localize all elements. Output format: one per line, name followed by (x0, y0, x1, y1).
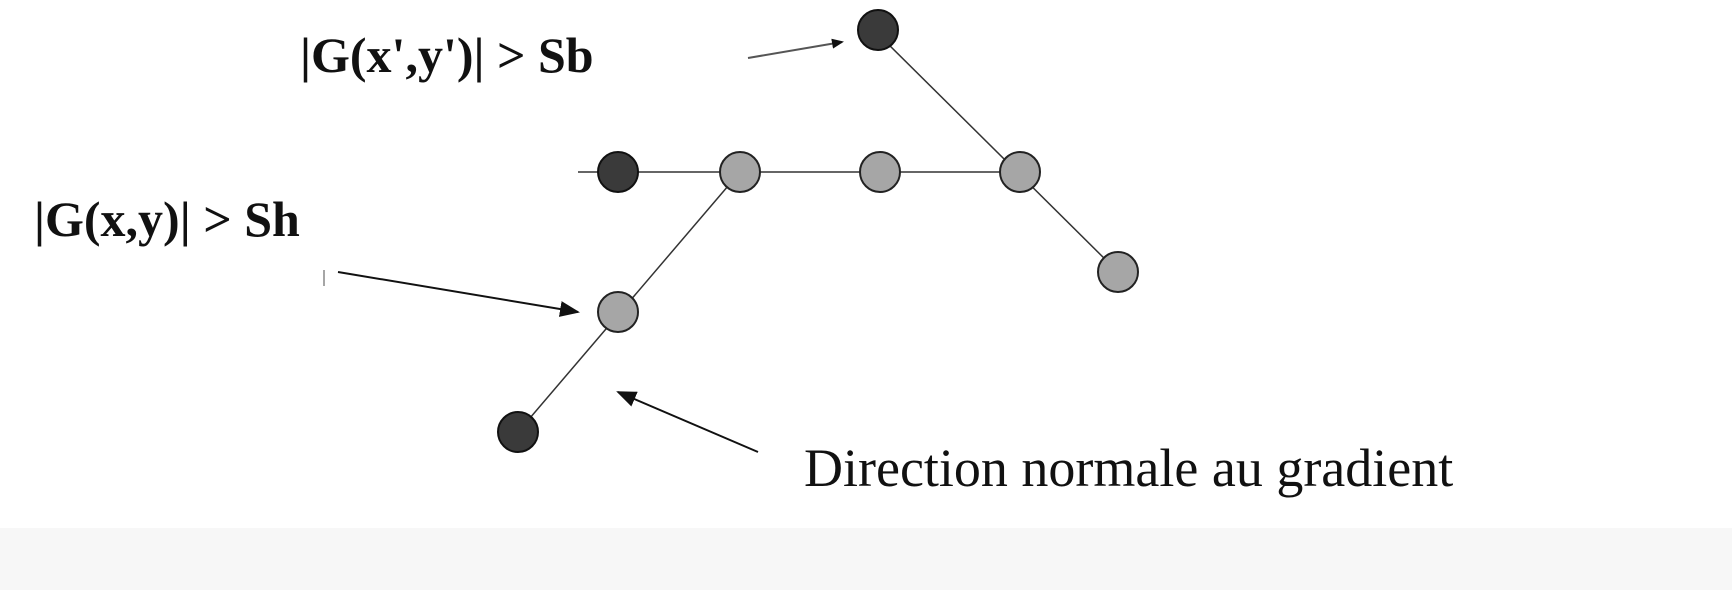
node-right-lower (1097, 251, 1139, 293)
node-row-left-dark (597, 151, 639, 193)
node-diagonal-mid (597, 291, 639, 333)
arrow-sb (747, 38, 844, 59)
high-threshold-label: |G(x,y)| > Sh (34, 191, 300, 247)
node-top-dark (857, 9, 899, 51)
node-row-4 (999, 151, 1041, 193)
normal-direction-label: Direction normale au gradient (804, 438, 1453, 498)
diagram-canvas (0, 0, 1732, 528)
low-threshold-label: |G(x',y')| > Sb (300, 27, 594, 83)
diagonal-line-right (875, 31, 1119, 273)
node-row-2 (719, 151, 761, 193)
arrow-sh (337, 271, 580, 317)
node-row-3 (859, 151, 901, 193)
node-bottom-dark (497, 411, 539, 453)
bottom-band (0, 528, 1732, 590)
gradient-threshold-diagram: |G(x',y')| > Sb |G(x,y)| > Sh Direction … (34, 9, 1453, 498)
arrow-normal-direction (616, 391, 759, 453)
